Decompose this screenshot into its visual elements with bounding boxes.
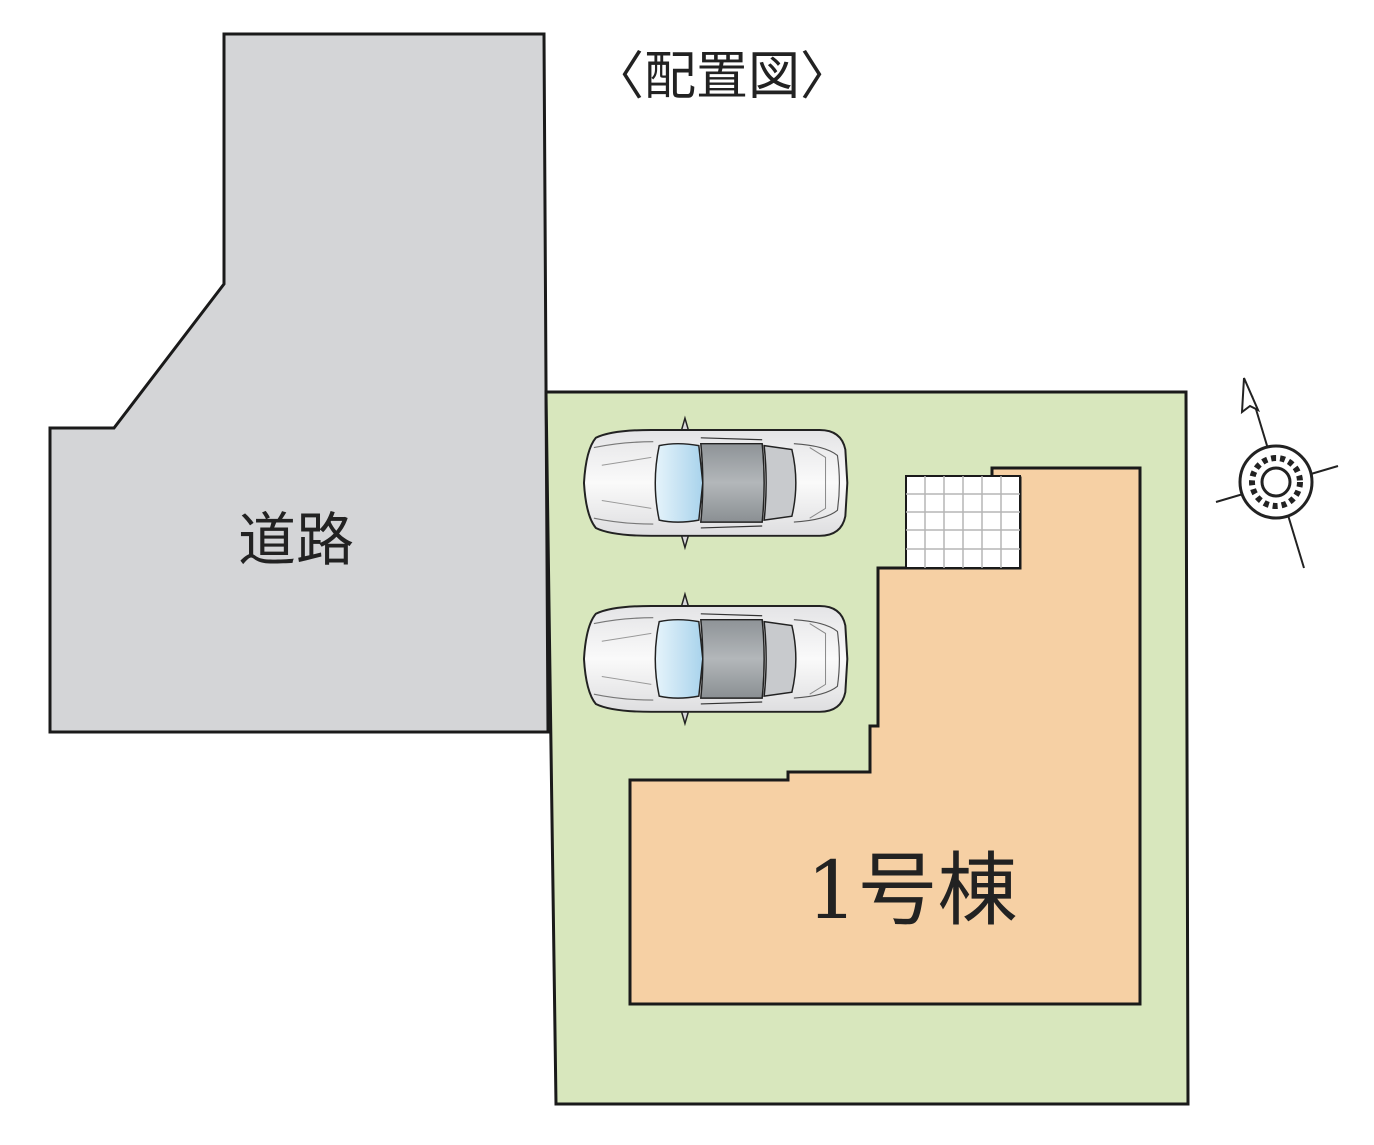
building-1: 1号棟 [628, 466, 1142, 1006]
entrance-tiles [905, 475, 1021, 569]
building-label: 1号棟 [807, 844, 1018, 937]
diagram-title: 〈配置図〉 [592, 47, 852, 107]
parking-car-2 [582, 593, 849, 725]
road-label: 道路 [238, 506, 354, 574]
parking-car-1 [582, 417, 849, 549]
north-arrow-compass-icon [1215, 377, 1339, 569]
road-area: 道路 [48, 32, 550, 734]
